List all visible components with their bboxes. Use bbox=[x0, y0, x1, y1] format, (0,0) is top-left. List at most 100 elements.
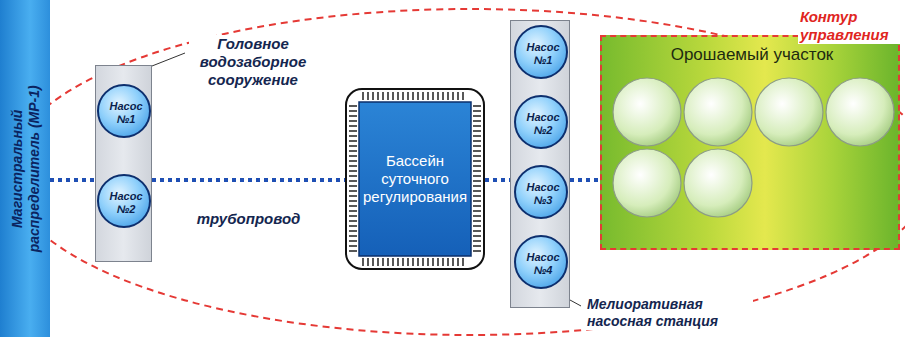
node-label: Контур управления bbox=[798, 8, 900, 44]
irrigation-circle bbox=[826, 78, 894, 146]
hatch-stroke bbox=[349, 175, 357, 176]
pump-label: Насос №3 bbox=[520, 181, 566, 207]
hatch-stroke bbox=[349, 190, 357, 191]
hatch-stroke bbox=[473, 180, 481, 181]
hatch-stroke bbox=[367, 92, 368, 100]
hatch-stroke bbox=[349, 120, 357, 121]
hatch-stroke bbox=[473, 120, 481, 121]
hatch-stroke bbox=[473, 230, 481, 231]
hatch-stroke bbox=[473, 125, 481, 126]
hatch-stroke bbox=[349, 210, 357, 211]
pool-hatching bbox=[349, 92, 481, 266]
hatch-stroke bbox=[452, 258, 453, 266]
hatch-stroke bbox=[349, 135, 357, 136]
hatch-stroke bbox=[362, 92, 363, 100]
equipment-box: Насос №1Насос №2Насос №3Насос №4Мелиорат… bbox=[510, 20, 570, 308]
main-canal-band: Магистральный распределитель (МР-1) bbox=[0, 0, 50, 337]
node-label: Магистральный распределитель (МР-1) bbox=[8, 76, 42, 261]
hatch-stroke bbox=[422, 258, 423, 266]
hatch-stroke bbox=[462, 258, 463, 266]
hatch-stroke bbox=[442, 92, 443, 100]
hatch-stroke bbox=[447, 92, 448, 100]
pump-label: Насос №1 bbox=[103, 100, 149, 126]
hatch-stroke bbox=[473, 215, 481, 216]
hatch-stroke bbox=[372, 258, 373, 266]
leader-line bbox=[152, 53, 185, 66]
hatch-stroke bbox=[462, 92, 463, 100]
hatch-stroke bbox=[412, 258, 413, 266]
hatch-stroke bbox=[377, 92, 378, 100]
pipeline-connector bbox=[485, 178, 510, 182]
hatch-stroke bbox=[349, 245, 357, 246]
hatch-stroke bbox=[362, 258, 363, 266]
hatch-stroke bbox=[473, 235, 481, 236]
hatch-stroke bbox=[349, 150, 357, 151]
hatch-stroke bbox=[387, 92, 388, 100]
hatch-stroke bbox=[349, 225, 357, 226]
hatch-stroke bbox=[473, 105, 481, 106]
hatch-stroke bbox=[349, 165, 357, 166]
hatch-stroke bbox=[367, 258, 368, 266]
hatch-stroke bbox=[437, 258, 438, 266]
hatch-stroke bbox=[349, 215, 357, 216]
irrigation-circle bbox=[684, 78, 752, 146]
hatch-stroke bbox=[473, 140, 481, 141]
hatch-stroke bbox=[473, 135, 481, 136]
hatch-stroke bbox=[397, 92, 398, 100]
irrigation-circle bbox=[613, 78, 681, 146]
hatch-stroke bbox=[349, 240, 357, 241]
hatch-stroke bbox=[437, 92, 438, 100]
hatch-stroke bbox=[442, 258, 443, 266]
irrigation-circle bbox=[684, 149, 752, 217]
hatch-stroke bbox=[417, 258, 418, 266]
pipeline-connector bbox=[152, 178, 345, 182]
hatch-stroke bbox=[349, 180, 357, 181]
pump-circle: Насос №1 bbox=[97, 84, 151, 138]
hatch-stroke bbox=[349, 130, 357, 131]
hatch-stroke bbox=[349, 110, 357, 111]
hatch-stroke bbox=[349, 200, 357, 201]
hatch-stroke bbox=[447, 258, 448, 266]
pipeline-connector bbox=[50, 178, 95, 182]
hatch-stroke bbox=[349, 145, 357, 146]
hatch-stroke bbox=[407, 92, 408, 100]
hatch-stroke bbox=[473, 155, 481, 156]
hatch-stroke bbox=[349, 155, 357, 156]
hatch-stroke bbox=[473, 185, 481, 186]
hatch-stroke bbox=[402, 92, 403, 100]
hatch-stroke bbox=[402, 258, 403, 266]
pump-circle: Насос №4 bbox=[514, 235, 568, 289]
hatch-stroke bbox=[349, 235, 357, 236]
node-label: Мелиоративная насосная станция bbox=[585, 296, 753, 330]
hatch-stroke bbox=[473, 175, 481, 176]
hatch-stroke bbox=[349, 105, 357, 106]
hatch-stroke bbox=[349, 140, 357, 141]
hatch-stroke bbox=[392, 92, 393, 100]
pump-circle: Насос №2 bbox=[97, 174, 151, 228]
hatch-stroke bbox=[473, 150, 481, 151]
hatch-stroke bbox=[473, 245, 481, 246]
hatch-stroke bbox=[473, 250, 481, 251]
hatch-stroke bbox=[417, 92, 418, 100]
hatch-stroke bbox=[427, 92, 428, 100]
hatch-stroke bbox=[349, 195, 357, 196]
hatch-stroke bbox=[473, 240, 481, 241]
hatch-stroke bbox=[473, 170, 481, 171]
hatch-stroke bbox=[473, 210, 481, 211]
pump-circle: Насос №3 bbox=[514, 165, 568, 219]
hatch-stroke bbox=[349, 230, 357, 231]
hatch-stroke bbox=[473, 190, 481, 191]
irrigation-circle bbox=[755, 78, 823, 146]
hatch-stroke bbox=[349, 125, 357, 126]
hatch-stroke bbox=[397, 258, 398, 266]
hatch-stroke bbox=[473, 225, 481, 226]
node-label: Бассейн суточного регулирования bbox=[363, 152, 467, 206]
hatch-stroke bbox=[457, 92, 458, 100]
hatch-stroke bbox=[349, 160, 357, 161]
edge-label: трубопровод bbox=[194, 210, 304, 227]
hatch-stroke bbox=[427, 258, 428, 266]
hatch-stroke bbox=[473, 165, 481, 166]
node-label: Головное водозаборное сооружение bbox=[189, 35, 317, 89]
hatch-stroke bbox=[349, 205, 357, 206]
hatch-stroke bbox=[349, 115, 357, 116]
